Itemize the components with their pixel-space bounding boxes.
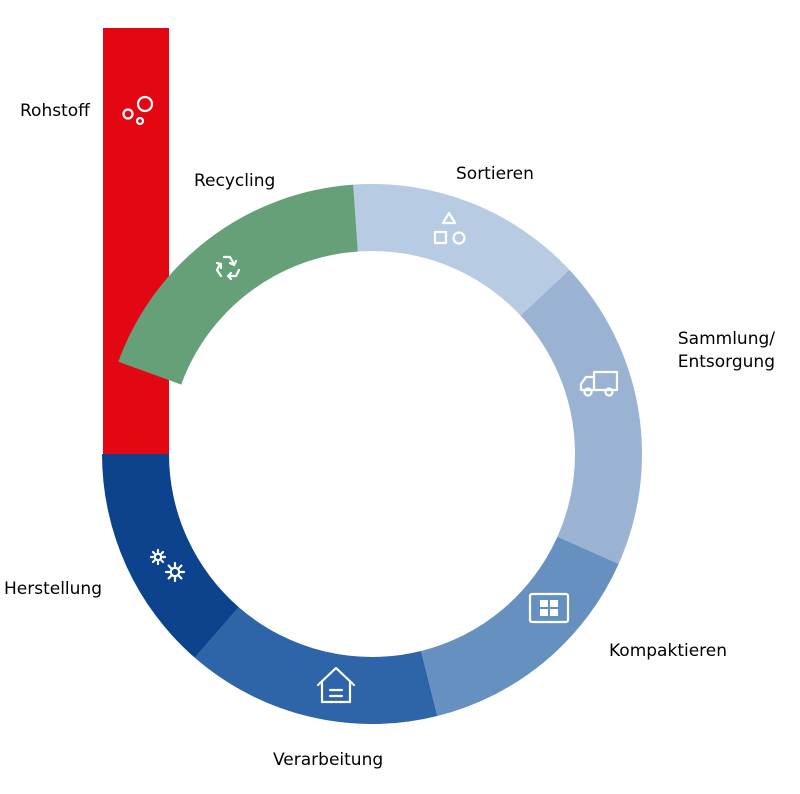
- verarbeitung-label: Verarbeitung: [273, 750, 384, 770]
- sammlung-label-line1: Sammlung/: [677, 329, 775, 349]
- kompaktieren-label: Kompaktieren: [609, 641, 728, 661]
- truck-icon: [579, 370, 619, 397]
- house-icon: [316, 666, 356, 704]
- shapes-icon: [433, 211, 466, 245]
- sortieren-label: Sortieren: [456, 164, 534, 184]
- rohstoff-bar: [103, 28, 169, 454]
- grid-box-icon: [528, 592, 570, 624]
- sammlung-label: Sammlung/ Entsorgung: [640, 328, 775, 374]
- sammlung-segment: [520, 269, 642, 564]
- bubbles-icon: [122, 95, 154, 126]
- recycling-segment: [118, 184, 358, 385]
- recycle-icon: [215, 255, 241, 281]
- kompaktieren-segment: [421, 536, 619, 716]
- rohstoff-label: Rohstoff: [20, 101, 90, 121]
- gears-icon: [149, 548, 186, 583]
- sammlung-label-line2: Entsorgung: [677, 352, 775, 372]
- verarbeitung-segment: [194, 607, 438, 725]
- recycling-label: Recycling: [194, 171, 276, 191]
- herstellung-label: Herstellung: [4, 579, 102, 599]
- sortieren-segment: [353, 183, 570, 316]
- herstellung-segment: [102, 454, 239, 658]
